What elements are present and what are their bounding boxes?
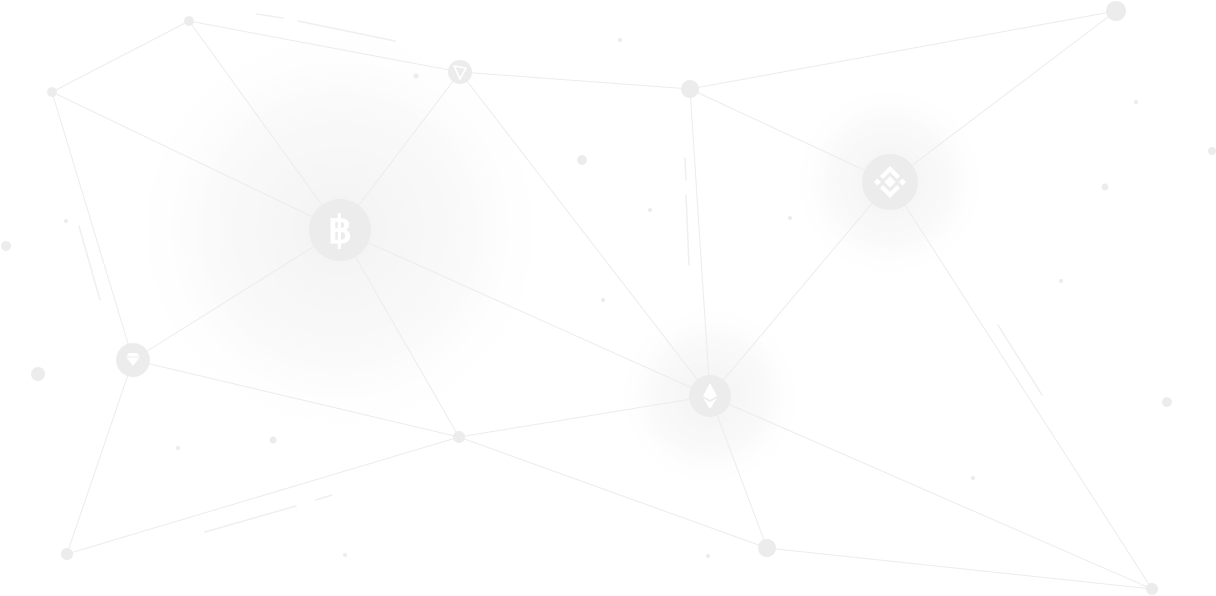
edge (458, 436, 768, 549)
edge (709, 395, 768, 549)
node (601, 298, 605, 302)
bitcoin-icon: ฿ (309, 199, 371, 261)
node (1, 241, 11, 251)
node (413, 73, 419, 79)
streak (685, 194, 690, 266)
edge (188, 20, 341, 231)
node (343, 553, 347, 557)
edge (66, 436, 460, 555)
svg-text:฿: ฿ (328, 210, 352, 252)
edge (66, 359, 134, 555)
streak (204, 505, 297, 533)
node (788, 216, 792, 220)
node (577, 155, 587, 165)
diamond-token-icon (116, 343, 150, 377)
ethereum-icon (689, 375, 731, 417)
streak (684, 157, 687, 181)
edge (458, 395, 711, 438)
node (648, 208, 652, 212)
streak (315, 494, 333, 501)
node (1059, 279, 1063, 283)
edge (689, 88, 891, 183)
streak (997, 324, 1043, 396)
node (1162, 397, 1172, 407)
streak (297, 20, 396, 42)
binance-icon (862, 154, 918, 210)
edge (51, 91, 341, 231)
edge (766, 547, 1153, 590)
node (971, 476, 975, 480)
edge (889, 181, 1153, 590)
node (1146, 583, 1158, 595)
edge (132, 359, 460, 438)
edge (132, 229, 341, 361)
edge (339, 71, 461, 231)
edge (51, 20, 190, 93)
edge (689, 88, 711, 397)
node (1106, 1, 1126, 21)
edge (339, 229, 711, 397)
node (706, 554, 710, 558)
edge (709, 181, 891, 397)
streak (78, 225, 101, 301)
edge (459, 71, 691, 90)
node (1134, 100, 1138, 104)
glow-layer (125, 15, 990, 491)
node (64, 219, 68, 223)
node (61, 548, 73, 560)
node (681, 80, 699, 98)
node (758, 539, 776, 557)
edge (709, 395, 1153, 590)
connection-lines (51, 10, 1153, 590)
edge (889, 10, 1117, 183)
streak (256, 13, 284, 19)
edge (51, 91, 134, 361)
edge (188, 20, 461, 73)
node (1208, 147, 1216, 155)
node (47, 87, 57, 97)
edge (689, 10, 1117, 90)
edge (459, 71, 711, 397)
edge (339, 229, 460, 438)
node (184, 16, 194, 26)
node (269, 436, 277, 444)
node (1101, 183, 1109, 191)
node (176, 446, 180, 450)
streak-lines (78, 13, 1043, 533)
node (453, 431, 465, 443)
tron-icon (448, 60, 472, 84)
node (31, 367, 45, 381)
node (618, 38, 622, 42)
